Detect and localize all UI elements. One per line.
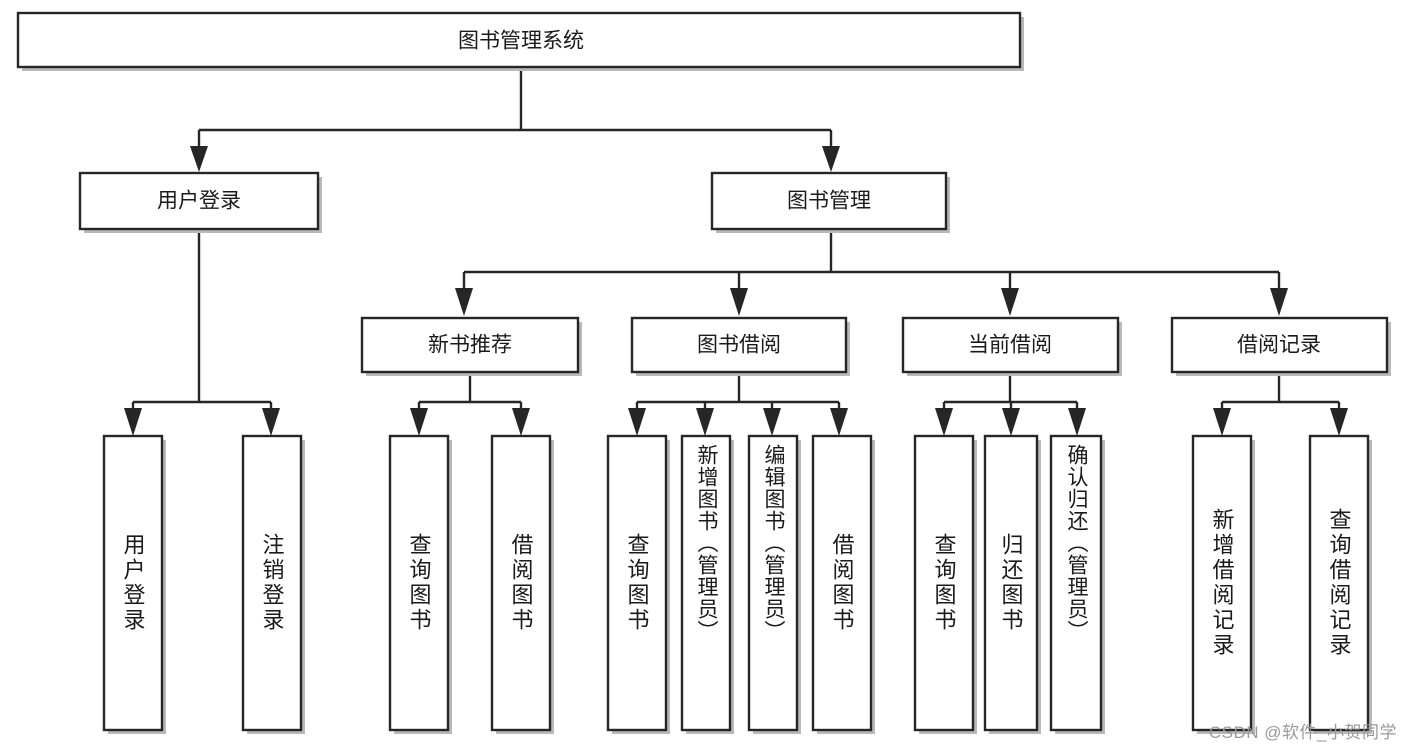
node-leaf-query-record[interactable]	[1308, 434, 1372, 734]
node-book-manage-label: 图书管理	[787, 190, 871, 213]
node-current-borrow[interactable]: 当前借阅	[901, 316, 1122, 376]
node-book-borrow-label: 图书借阅	[697, 334, 781, 357]
node-user-login-box[interactable]	[78, 171, 320, 231]
connector-group-new-book-rec	[410, 374, 530, 436]
node-new-book-rec-box[interactable]	[360, 316, 580, 374]
connector-group-borrow-record	[1213, 374, 1348, 436]
node-new-book-rec[interactable]: 新书推荐	[360, 316, 582, 376]
arrowhead-leaf-borrow-book-2	[830, 408, 848, 436]
csdn-watermark: CSDN @软件_小贺同学	[1208, 723, 1397, 742]
node-leaf-logout-box[interactable]	[241, 434, 303, 732]
node-leaf-return-book[interactable]	[983, 434, 1041, 734]
node-leaf-confirm-return[interactable]	[1049, 434, 1105, 734]
node-borrow-record-box[interactable]	[1170, 316, 1389, 374]
node-leaf-query-book-3[interactable]	[913, 434, 977, 734]
node-leaf-query-book-2[interactable]	[606, 434, 670, 734]
arrowhead-leaf-add-record	[1213, 408, 1231, 436]
arrowhead-leaf-query-record	[1330, 408, 1348, 436]
node-leaf-add-book[interactable]	[680, 434, 734, 734]
node-leaf-confirm-return-box[interactable]	[1049, 434, 1103, 732]
arrowhead-leaf-user-login	[124, 408, 142, 436]
arrowhead-current-borrow	[1001, 288, 1019, 316]
connector-group-root	[190, 68, 840, 172]
arrowhead-user-login	[190, 146, 208, 172]
node-book-manage[interactable]: 图书管理	[710, 171, 950, 233]
node-user-login[interactable]: 用户登录	[78, 171, 322, 233]
node-current-borrow-box[interactable]	[901, 316, 1120, 374]
node-leaf-borrow-book-2[interactable]	[811, 434, 875, 734]
connector-group-book-manage	[455, 232, 1288, 316]
arrowhead-borrow-record	[1270, 288, 1288, 316]
arrowhead-new-book-rec	[455, 288, 473, 316]
connector-group-book-borrow	[628, 374, 848, 436]
node-leaf-edit-book-box[interactable]	[747, 434, 799, 732]
node-leaf-logout[interactable]	[241, 434, 305, 734]
arrowhead-leaf-logout	[262, 408, 280, 436]
node-borrow-record-label: 借阅记录	[1237, 334, 1321, 357]
node-root-label: 图书管理系统	[458, 30, 584, 53]
arrowhead-leaf-confirm-return	[1068, 408, 1086, 436]
node-leaf-borrow-book-1-box[interactable]	[490, 434, 552, 732]
node-leaf-query-book-3-box[interactable]	[913, 434, 975, 732]
node-new-book-rec-label: 新书推荐	[428, 334, 512, 357]
node-leaf-borrow-book-2-box[interactable]	[811, 434, 873, 732]
node-root-box[interactable]	[16, 11, 1022, 69]
arrowhead-leaf-return-book	[1002, 408, 1020, 436]
node-leaf-query-book-1[interactable]	[388, 434, 452, 734]
node-leaf-return-book-box[interactable]	[983, 434, 1039, 732]
arrowhead-leaf-edit-book	[763, 408, 781, 436]
node-book-borrow-box[interactable]	[630, 316, 848, 374]
node-leaf-user-login-box[interactable]	[102, 434, 164, 732]
arrowhead-leaf-query-book-2	[628, 408, 646, 436]
arrowhead-book-borrow	[730, 288, 748, 316]
node-leaf-add-record[interactable]	[1191, 434, 1255, 734]
node-leaf-query-book-2-box[interactable]	[606, 434, 668, 732]
node-leaf-edit-book[interactable]	[747, 434, 801, 734]
connector-group-user-login	[124, 232, 280, 436]
arrowhead-leaf-query-book-3	[935, 408, 953, 436]
node-book-borrow[interactable]: 图书借阅	[630, 316, 850, 376]
node-leaf-add-book-box[interactable]	[680, 434, 732, 732]
arrowhead-leaf-query-book-1	[410, 408, 428, 436]
node-borrow-record[interactable]: 借阅记录	[1170, 316, 1391, 376]
node-leaf-query-record-box[interactable]	[1308, 434, 1370, 732]
node-root[interactable]: 图书管理系统	[16, 11, 1024, 71]
node-leaf-borrow-book-1[interactable]	[490, 434, 554, 734]
arrowhead-book-manage	[822, 146, 840, 172]
node-user-login-label: 用户登录	[157, 190, 241, 213]
arrowhead-leaf-borrow-book-1	[512, 408, 530, 436]
node-current-borrow-label: 当前借阅	[968, 334, 1052, 357]
node-leaf-user-login[interactable]	[102, 434, 166, 734]
node-leaf-add-record-box[interactable]	[1191, 434, 1253, 732]
node-leaf-query-book-1-box[interactable]	[388, 434, 450, 732]
arrowhead-leaf-add-book	[696, 408, 714, 436]
node-book-manage-box[interactable]	[710, 171, 948, 231]
connector-group-current-borrow	[935, 374, 1086, 436]
